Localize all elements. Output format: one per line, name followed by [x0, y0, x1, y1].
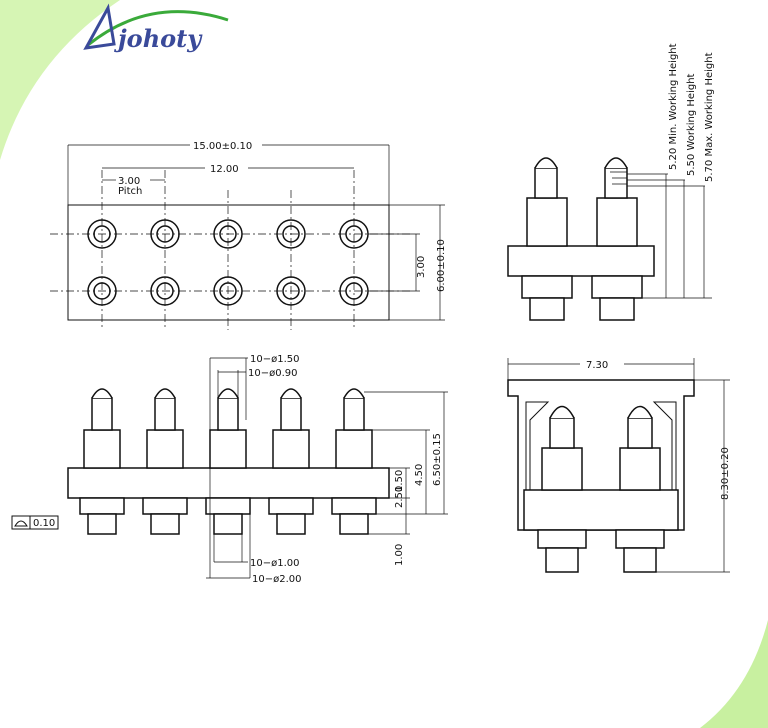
- dim-tip-dia: 10−ø0.90: [248, 368, 298, 379]
- dim-1-50: 1.50: [394, 470, 405, 492]
- end-view: [507, 358, 730, 573]
- dim-2-50: 2.50: [394, 486, 405, 508]
- pin-hole-row-2: [87, 276, 369, 306]
- dim-end-height: 8.30±0.20: [720, 447, 731, 500]
- top-view: [50, 144, 445, 330]
- pin-hole-row-1: [87, 219, 369, 249]
- dim-barrel-dia: 10−ø2.00: [252, 574, 302, 585]
- logo-mark: [83, 3, 116, 50]
- brand-name: johoty: [114, 24, 203, 53]
- logo-swoosh: [87, 10, 229, 47]
- corner-green-bottom-right: [700, 620, 768, 728]
- flatness-symbol: [14, 520, 28, 527]
- dim-4-50: 4.50: [414, 464, 425, 486]
- dim-6-50: 6.50±0.15: [432, 433, 443, 486]
- dim-span: 12.00: [210, 164, 239, 175]
- dim-1-00: 1.00: [394, 544, 405, 566]
- dim-max-working-height: 5.70 Max. Working Height: [704, 52, 715, 182]
- corner-green-top-left: [0, 0, 120, 160]
- front-pin-1: [79, 388, 125, 535]
- front-view: [11, 357, 448, 579]
- front-pin-4: [268, 388, 314, 535]
- dim-overall-width: 15.00±0.10: [193, 141, 252, 152]
- dim-end-width: 7.30: [586, 360, 608, 371]
- front-pin-3: [205, 388, 251, 535]
- top-view-body: [67, 204, 390, 321]
- front-pin-2: [142, 388, 188, 535]
- dim-row-spacing: 3.00: [416, 256, 427, 278]
- dim-overall-height: 6.00±0.10: [436, 239, 447, 292]
- dim-pitch-label: Pitch: [118, 186, 142, 197]
- dim-pitch: 3.00: [118, 176, 140, 187]
- brand-logo: johoty: [83, 3, 229, 53]
- dim-min-working-height: 5.20 Min. Working Height: [668, 43, 679, 170]
- flatness-value: 0.10: [33, 518, 55, 529]
- dim-working-height: 5.50 Working Height: [686, 73, 697, 176]
- dim-tail-dia: 10−ø1.00: [250, 558, 300, 569]
- front-pin-5: [331, 388, 377, 535]
- dim-plunger-dia: 10−ø1.50: [250, 354, 300, 365]
- side-view: [507, 157, 712, 321]
